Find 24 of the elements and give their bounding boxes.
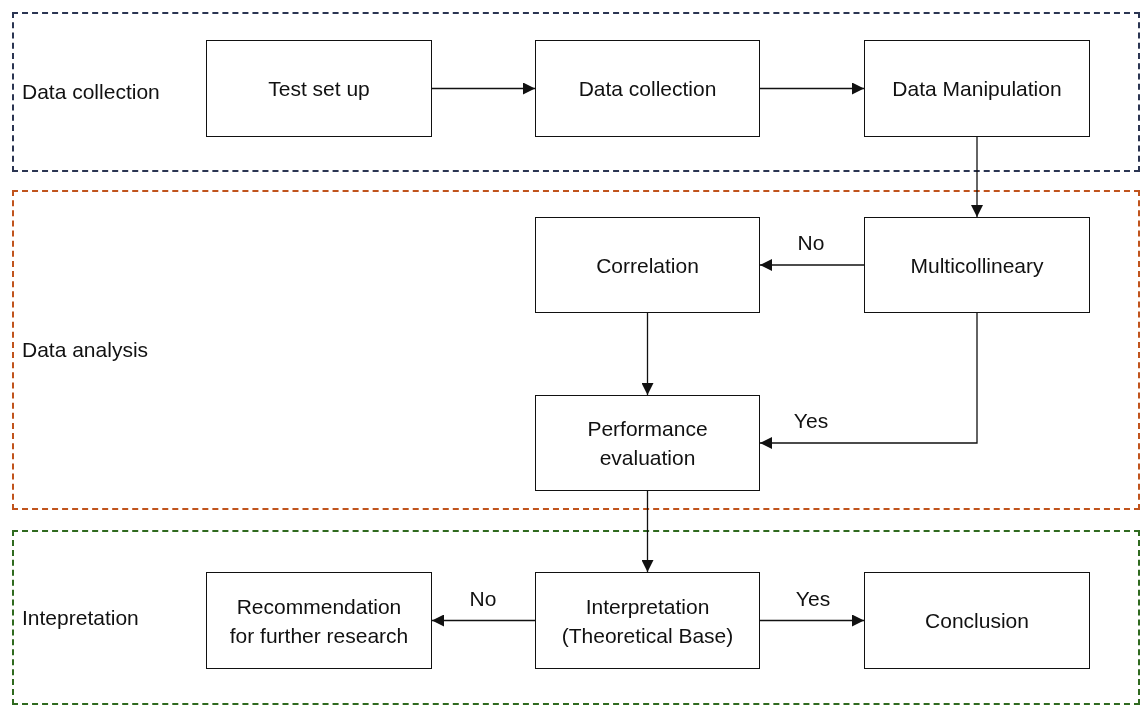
group-title: Data analysis bbox=[22, 338, 149, 362]
process-box: Recommendation for further research bbox=[206, 572, 432, 669]
arrow bbox=[971, 136, 983, 218]
process-box: Multicollineary bbox=[864, 217, 1090, 313]
group-band bbox=[12, 190, 1140, 510]
process-box: Interpretation (Theoretical Base) bbox=[535, 572, 760, 669]
process-box: Test set up bbox=[206, 40, 432, 137]
arrow bbox=[759, 82, 865, 95]
group-band bbox=[12, 12, 1140, 172]
arrow bbox=[759, 259, 865, 271]
process-box: Conclusion bbox=[864, 572, 1090, 669]
group-title: Data collection bbox=[22, 80, 160, 104]
arrow bbox=[431, 82, 536, 95]
arrow bbox=[641, 490, 654, 573]
arrow bbox=[431, 614, 536, 627]
process-box: Performance evaluation bbox=[535, 395, 760, 491]
process-box: Data collection bbox=[535, 40, 760, 137]
arrow bbox=[759, 312, 978, 449]
arrow bbox=[641, 312, 654, 396]
process-box: Correlation bbox=[535, 217, 760, 313]
group-title: Intepretation bbox=[22, 605, 139, 630]
arrow bbox=[759, 614, 865, 627]
process-box: Data Manipulation bbox=[864, 40, 1090, 137]
group-band bbox=[12, 530, 1140, 705]
